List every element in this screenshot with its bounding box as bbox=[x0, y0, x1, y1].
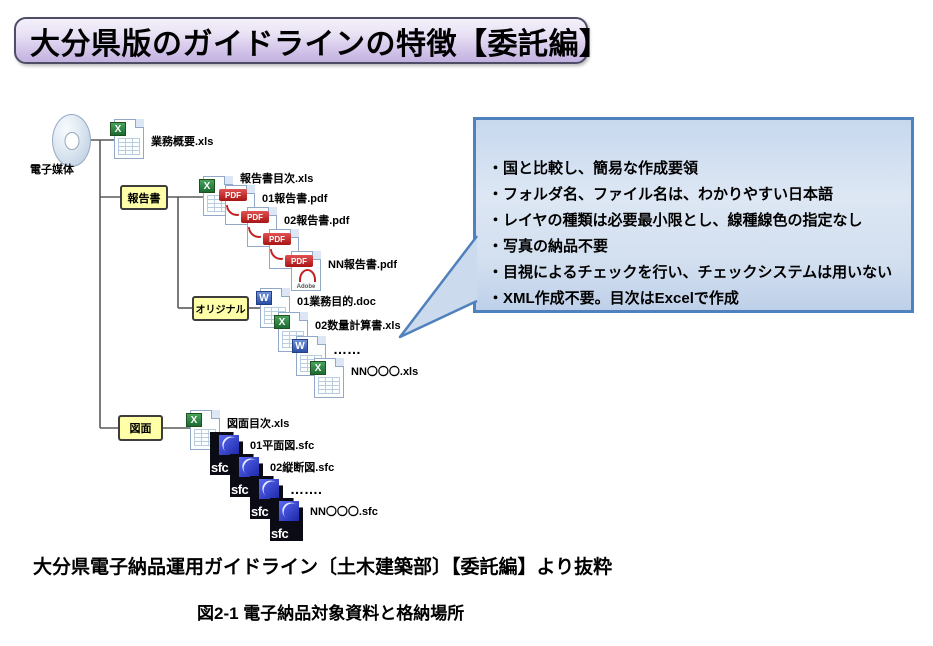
slide-title: 大分県版のガイドラインの特徴【委託編】 bbox=[30, 27, 610, 61]
callout-bullet: ・目視によるチェックを行い、チェックシステムは用いない bbox=[488, 264, 893, 281]
file-label: NN報告書.pdf bbox=[328, 259, 398, 271]
file-draw-02-sfc: sfc 02縦断図.sfc bbox=[230, 454, 334, 497]
file-report-02-pdf: PDF 02報告書.pdf bbox=[241, 207, 350, 247]
callout-bullet: ・写真の納品不要 bbox=[488, 238, 609, 255]
pdf-badge: PDF bbox=[285, 255, 313, 267]
callout-bullet: ・レイヤの種類は必要最小限とし、線種線色の指定なし bbox=[488, 212, 863, 229]
file-draw-01-sfc: sfc 01平面図.sfc bbox=[210, 432, 314, 475]
file-draw-nn-sfc: sfc NN〇〇〇.sfc bbox=[270, 498, 378, 541]
file-orig-ellipsis-doc: W …… bbox=[292, 336, 361, 376]
excel-file-icon: X bbox=[110, 119, 144, 159]
folder-label: 報告書 bbox=[127, 192, 161, 205]
file-label: …… bbox=[333, 341, 361, 357]
sfc-file-icon: sfc bbox=[270, 498, 303, 541]
sfc-curve-panel bbox=[239, 457, 259, 477]
file-orig-nn-xls: X NN〇〇〇.xls bbox=[310, 358, 419, 398]
callout-bullet: ・国と比較し、簡易な作成要領 bbox=[488, 160, 699, 177]
file-label: NN〇〇〇.xls bbox=[351, 366, 419, 378]
pdf-badge: PDF bbox=[263, 233, 291, 245]
excel-emblem: X bbox=[110, 122, 126, 136]
word-emblem: W bbox=[292, 339, 308, 353]
cd-hole bbox=[64, 131, 79, 150]
adobe-swoosh-icon bbox=[299, 269, 316, 282]
file-label: 02縦断図.sfc bbox=[270, 462, 335, 474]
file-label: 02報告書.pdf bbox=[284, 215, 350, 227]
word-emblem: W bbox=[256, 291, 272, 305]
folder-label: 図面 bbox=[129, 423, 152, 435]
excel-file-icon: X bbox=[310, 358, 344, 398]
sfc-file-icon: sfc bbox=[230, 454, 263, 497]
file-gyoumugaiyou-xls: X 業務概要.xls bbox=[110, 119, 214, 159]
excel-emblem: X bbox=[310, 361, 326, 375]
pdf-badge: PDF bbox=[219, 189, 247, 201]
folder-original: オリジナル bbox=[192, 290, 249, 321]
sfc-file-icon: sfc bbox=[210, 432, 243, 475]
callout-bullet: ・XML作成不要。目次はExcelで作成 bbox=[488, 290, 739, 307]
folder-drawing: 図面 bbox=[118, 409, 163, 441]
excel-emblem: X bbox=[186, 413, 202, 427]
file-report-nn-pdf: PDF Adobe NN報告書.pdf bbox=[285, 251, 398, 291]
callout-box: ・国と比較し、簡易な作成要領 ・フォルダ名、ファイル名は、わかりやすい日本語 ・… bbox=[473, 117, 914, 313]
source-note: 大分県電子納品運用ガイドライン〔土木建築部〕【委託編】より抜粋 bbox=[33, 557, 613, 578]
sfc-label: sfc bbox=[251, 504, 269, 519]
slide-title-bar: 大分県版のガイドラインの特徴【委託編】 bbox=[14, 17, 609, 64]
folder-label: オリジナル bbox=[195, 305, 246, 316]
file-label: 報告書目次.xls bbox=[240, 173, 314, 185]
adobe-label: Adobe bbox=[296, 284, 316, 290]
folder-report: 報告書 bbox=[120, 179, 168, 210]
file-label: 01業務目的.doc bbox=[297, 296, 376, 308]
pdf-file-icon: PDF bbox=[241, 207, 277, 247]
figure-caption: 図2-1 電子納品対象資料と格納場所 bbox=[197, 604, 465, 623]
tree-root-label: 電子媒体 bbox=[30, 164, 74, 176]
file-label: 01平面図.sfc bbox=[250, 440, 315, 452]
file-label: 01報告書.pdf bbox=[262, 193, 328, 205]
pdf-badge: PDF bbox=[241, 211, 269, 223]
callout-bullet: ・フォルダ名、ファイル名は、わかりやすい日本語 bbox=[488, 186, 834, 203]
file-label: ……. bbox=[290, 481, 322, 497]
file-label: 業務概要.xls bbox=[151, 136, 214, 148]
sfc-label: sfc bbox=[231, 482, 249, 497]
file-label: NN〇〇〇.sfc bbox=[310, 506, 378, 518]
sfc-curve-panel bbox=[279, 501, 299, 521]
cd-media-icon bbox=[52, 114, 91, 167]
file-label: 02数量計算書.xls bbox=[315, 320, 401, 332]
sfc-curve-panel bbox=[259, 479, 279, 499]
excel-emblem: X bbox=[274, 315, 290, 329]
pdf-adobe-file-icon: PDF Adobe bbox=[285, 251, 321, 291]
sfc-curve-panel bbox=[219, 435, 239, 455]
file-label: 図面目次.xls bbox=[227, 418, 290, 430]
sfc-label: sfc bbox=[211, 460, 229, 475]
file-report-01-pdf: PDF 01報告書.pdf bbox=[219, 185, 328, 225]
sfc-label: sfc bbox=[271, 526, 289, 541]
excel-emblem: X bbox=[199, 179, 215, 193]
